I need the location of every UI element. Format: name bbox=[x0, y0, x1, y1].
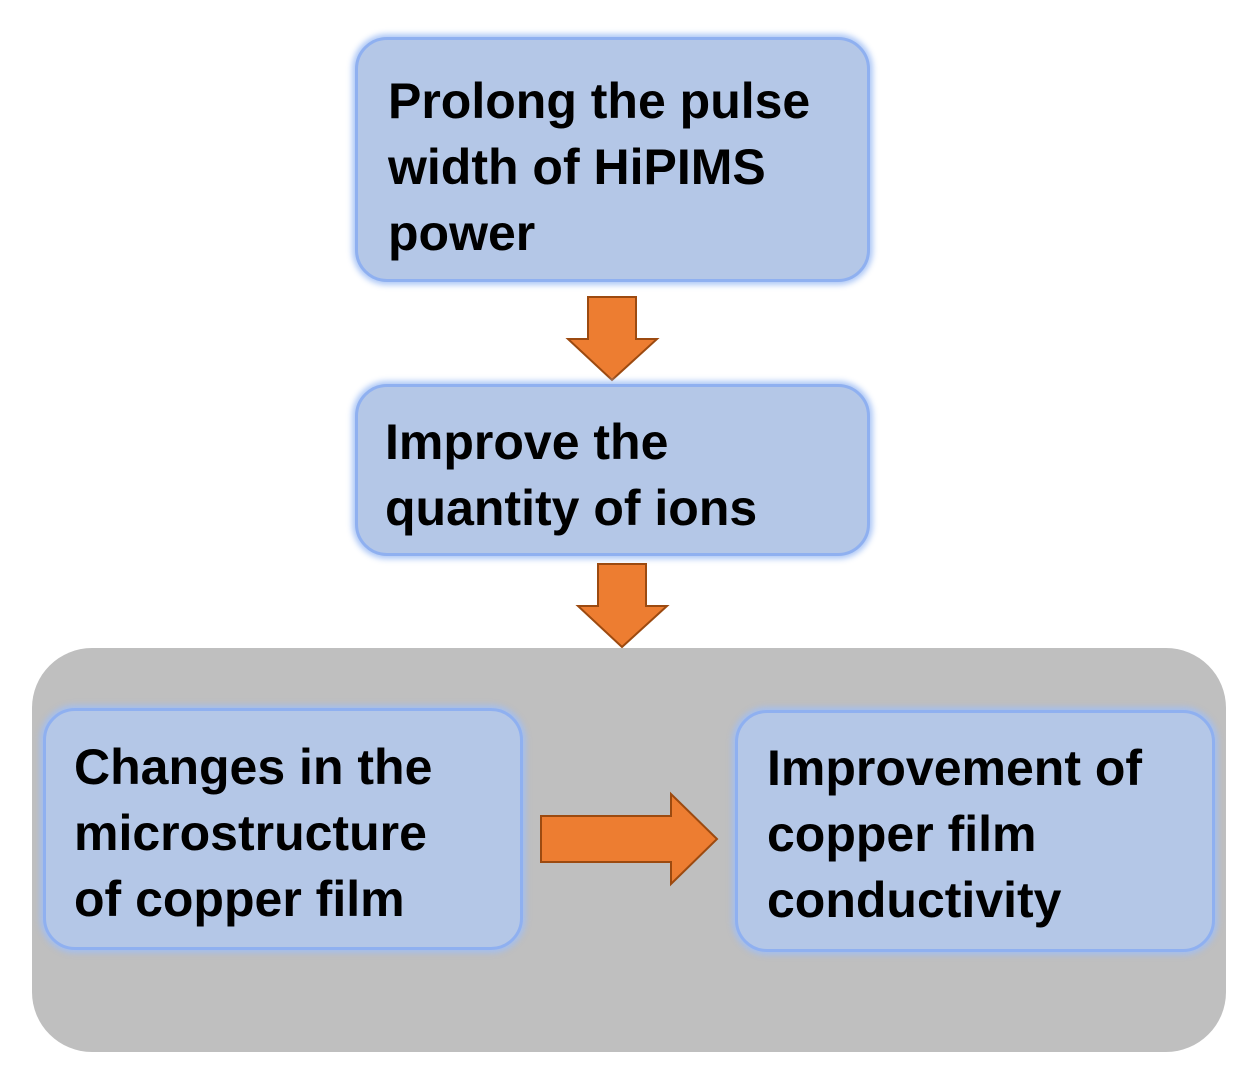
step-box-prolong-pulse-width: Prolong the pulse width of HiPIMS power bbox=[355, 37, 870, 282]
right-arrow-icon bbox=[540, 791, 719, 887]
step-text-microstructure-changes: Changes in the microstructure of copper … bbox=[74, 734, 432, 932]
step-line: microstructure bbox=[74, 805, 427, 861]
step-text-prolong-pulse-width: Prolong the pulse width of HiPIMS power bbox=[388, 68, 810, 266]
step-text-conductivity-improvement: Improvement of copper film conductivity bbox=[767, 735, 1142, 933]
step-line: Improvement of bbox=[767, 740, 1143, 796]
step-line: copper film bbox=[767, 806, 1037, 862]
step-line: power bbox=[388, 205, 536, 261]
step-line: quantity of ions bbox=[385, 480, 758, 536]
step-box-improve-ions: Improve the quantity of ions bbox=[355, 384, 870, 556]
down-arrow-icon bbox=[575, 563, 670, 649]
step-box-conductivity-improvement: Improvement of copper film conductivity bbox=[735, 710, 1215, 952]
step-line: of copper film bbox=[74, 871, 405, 927]
step-line: Prolong the pulse bbox=[388, 73, 811, 129]
step-text-improve-ions: Improve the quantity of ions bbox=[385, 409, 757, 541]
step-line: width of HiPIMS bbox=[388, 139, 766, 195]
step-line: conductivity bbox=[767, 872, 1062, 928]
step-line: Improve the bbox=[385, 414, 669, 470]
step-box-microstructure-changes: Changes in the microstructure of copper … bbox=[43, 708, 523, 950]
step-line: Changes in the bbox=[74, 739, 433, 795]
down-arrow-icon bbox=[565, 296, 660, 382]
